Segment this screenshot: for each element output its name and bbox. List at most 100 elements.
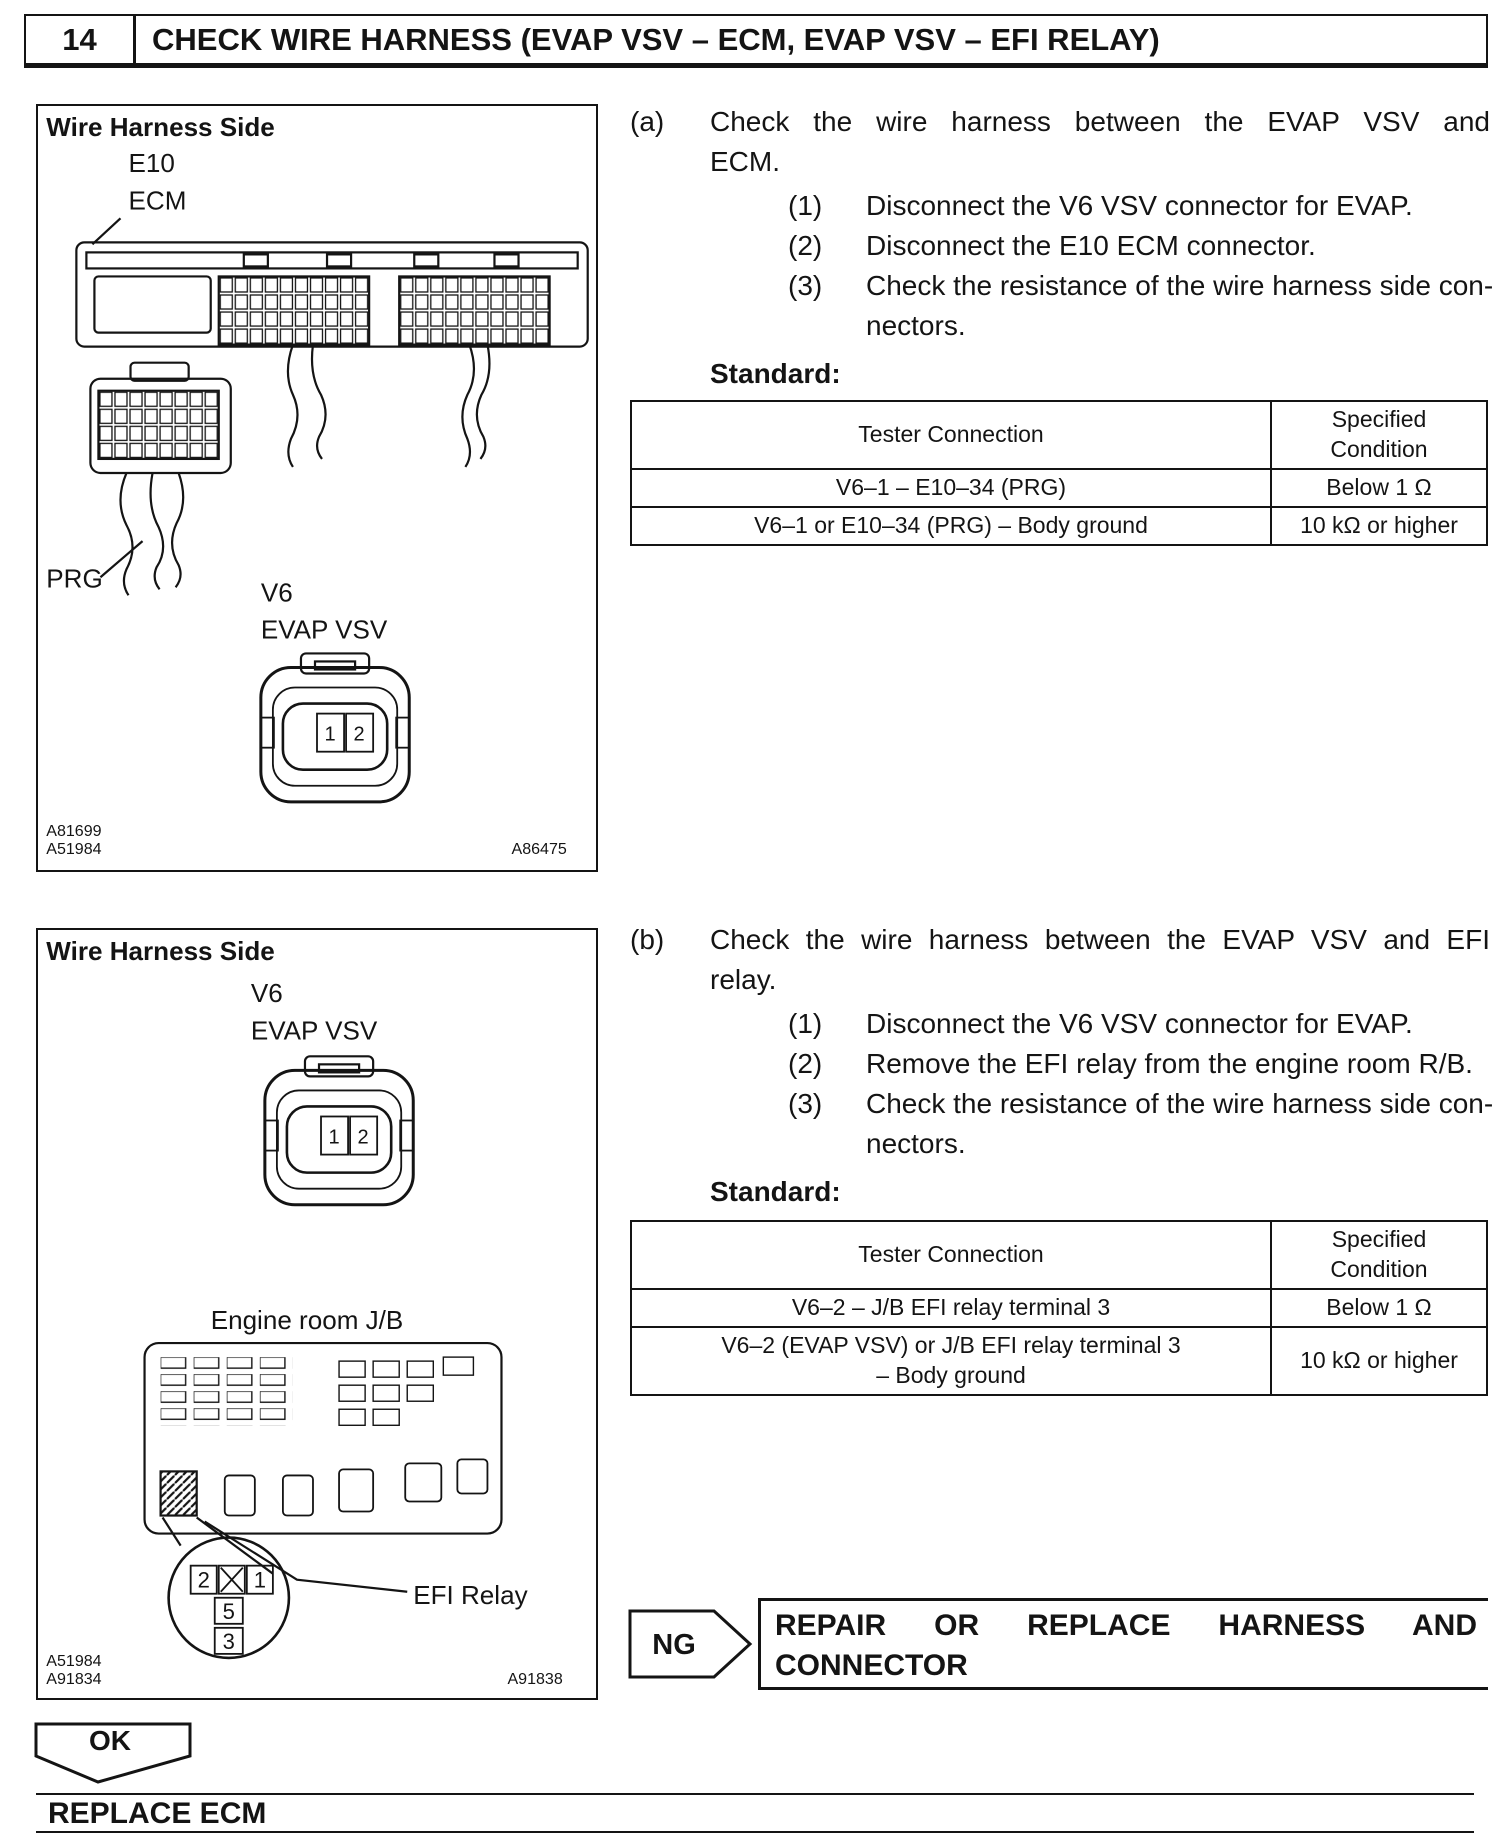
step-marker: (1) [788, 1008, 823, 1039]
section-text-line: Check the wire harness between the EVAP … [710, 924, 1490, 955]
specified-condition-cell: 10 kΩ or higher [1270, 505, 1488, 546]
footer-rule-bottom [36, 1831, 1474, 1833]
standard-table-a: Tester Connection Specified Condition V6… [630, 400, 1488, 546]
step-marker: (1) [788, 190, 823, 221]
step-marker: (2) [788, 1048, 823, 1079]
tester-connection-cell: V6–1 – E10–34 (PRG) [630, 467, 1272, 508]
label-engine-room-jb: Engine room J/B [211, 1305, 404, 1335]
figure-code: A51984 [46, 840, 101, 858]
specified-condition-cell: Below 1 Ω [1270, 467, 1488, 508]
figure-wire-harness-efi-relay: Wire Harness Side V6 EVAP VSV 1 2 Engine… [36, 928, 598, 1700]
ok-label: OK [89, 1725, 131, 1756]
section-marker: (b) [630, 924, 665, 955]
tester-connection-cell: V6–1 or E10–34 (PRG) – Body ground [630, 505, 1272, 546]
final-action: REPLACE ECM [48, 1797, 267, 1830]
standard-label: Standard: [710, 1176, 841, 1207]
table-row: V6–1 – E10–34 (PRG) Below 1 Ω [630, 467, 1488, 508]
figure-jb-drawing: Wire Harness Side V6 EVAP VSV 1 2 Engine… [46, 936, 563, 1688]
tester-connection-header: Tester Connection [630, 1220, 1272, 1290]
specified-condition-header: Specified Condition [1270, 400, 1488, 470]
step-list: (1) Disconnect the V6 VSV connector for … [788, 186, 1494, 346]
junction-block-drawing [143, 1341, 503, 1535]
specified-condition-cell: Below 1 Ω [1270, 1287, 1488, 1328]
pin-1-label: 1 [328, 1127, 339, 1149]
ng-action-line: CONNECTOR [775, 1649, 968, 1682]
specified-condition-header: Specified Condition [1270, 1220, 1488, 1290]
section-text-line: Check the wire harness between the EVAP … [710, 106, 1490, 137]
ng-arrow: NG [628, 1609, 753, 1679]
label-evap-vsv: EVAP VSV [251, 1015, 378, 1045]
label-v6: V6 [261, 577, 293, 607]
section-text-line: ECM. [710, 146, 780, 177]
figure-wire-harness-ecm: Wire Harness Side E10 ECM [36, 104, 598, 872]
label-v6: V6 [251, 978, 283, 1008]
relay-pin-5-label: 5 [223, 1599, 235, 1624]
figure-code: A91834 [46, 1670, 101, 1688]
ok-arrow: OK [34, 1722, 192, 1784]
relay-terminal-callout [161, 1516, 408, 1660]
section-text: Check the wire harness between the EVAP … [710, 920, 1490, 1000]
section-text-line: relay. [710, 964, 777, 995]
step-marker: (2) [788, 230, 823, 261]
procedure-step: (3) Check the resistance of the wire har… [788, 1084, 1494, 1164]
footer-rule-top [36, 1793, 1474, 1795]
standard-label: Standard: [710, 358, 841, 389]
standard-table-b: Tester Connection Specified Condition V6… [630, 1220, 1488, 1396]
section-marker: (a) [630, 106, 665, 137]
procedure-step: (3) Check the resistance of the wire har… [788, 266, 1494, 346]
step-marker: (3) [788, 1088, 823, 1119]
step-text: Check the resistance of the wire harness… [866, 270, 1494, 301]
ng-label: NG [652, 1629, 696, 1661]
section-text: Check the wire harness between the EVAP … [710, 102, 1490, 182]
table-row: V6–2 – J/B EFI relay terminal 3 Below 1 … [630, 1287, 1488, 1328]
label-e10: E10 [129, 148, 175, 178]
pin-1-label: 1 [324, 724, 335, 746]
step-text: nectors. [866, 310, 966, 341]
table-row: V6–2 (EVAP VSV) or J/B EFI relay termina… [630, 1325, 1488, 1396]
label-evap-vsv: EVAP VSV [261, 614, 388, 644]
tester-connection-cell: V6–2 – J/B EFI relay terminal 3 [630, 1287, 1272, 1328]
table-header-row: Tester Connection Specified Condition [630, 1220, 1488, 1290]
relay-pin-2-label: 2 [198, 1568, 210, 1593]
step-marker: (3) [788, 270, 823, 301]
step-text: Disconnect the E10 ECM connector. [866, 230, 1316, 261]
pin-2-label: 2 [358, 1127, 369, 1149]
procedure-section-b: (b) Check the wire harness between the E… [630, 920, 1494, 1212]
step-number: 14 [26, 16, 136, 63]
ecm-connector-drawing [75, 217, 589, 468]
label-prg: PRG [46, 563, 102, 593]
tester-connection-header: Tester Connection [630, 400, 1272, 470]
step-list: (1) Disconnect the V6 VSV connector for … [788, 1004, 1494, 1164]
step-text: Disconnect the V6 VSV connector for EVAP… [866, 190, 1413, 221]
x-mark [220, 1567, 244, 1593]
step-header: 14 CHECK WIRE HARNESS (EVAP VSV – ECM, E… [24, 14, 1488, 68]
step-text: nectors. [866, 1128, 966, 1159]
figure-code: A51984 [46, 1652, 101, 1670]
efi-relay-slot-highlight [159, 1470, 198, 1517]
tester-connection-cell: V6–2 (EVAP VSV) or J/B EFI relay termina… [630, 1325, 1272, 1396]
figure-code: A91838 [507, 1670, 562, 1688]
label-ecm: ECM [129, 185, 187, 215]
figure-ecm-drawing: Wire Harness Side E10 ECM [46, 112, 589, 858]
figure-title: Wire Harness Side [46, 936, 275, 966]
efi-relay-leader-line [204, 1520, 408, 1593]
figure-code: A81699 [46, 822, 101, 840]
label-efi-relay: EFI Relay [413, 1580, 527, 1610]
specified-condition-cell: 10 kΩ or higher [1270, 1325, 1488, 1396]
pin-2-label: 2 [354, 724, 365, 746]
relay-pin-1-label: 1 [254, 1568, 266, 1593]
procedure-section-a: (a) Check the wire harness between the E… [630, 102, 1494, 394]
ng-result-row: NG REPAIR OR REPLACE HARNESS AND CONNECT… [628, 1598, 1488, 1690]
procedure-step: (1) Disconnect the V6 VSV connector for … [788, 1004, 1490, 1044]
step-text: Check the resistance of the wire harness… [866, 1088, 1494, 1119]
procedure-step: (1) Disconnect the V6 VSV connector for … [788, 186, 1490, 226]
v6-connector-drawing [259, 652, 411, 804]
figure-title: Wire Harness Side [46, 112, 275, 142]
v6-connector-drawing [263, 1055, 415, 1207]
page-title: CHECK WIRE HARNESS (EVAP VSV – ECM, EVAP… [152, 21, 1160, 57]
step-text: Disconnect the V6 VSV connector for EVAP… [866, 1008, 1413, 1039]
relay-pin-3-label: 3 [223, 1629, 235, 1654]
table-header-row: Tester Connection Specified Condition [630, 400, 1488, 470]
ng-action-box: REPAIR OR REPLACE HARNESS AND CONNECTOR [758, 1598, 1488, 1690]
